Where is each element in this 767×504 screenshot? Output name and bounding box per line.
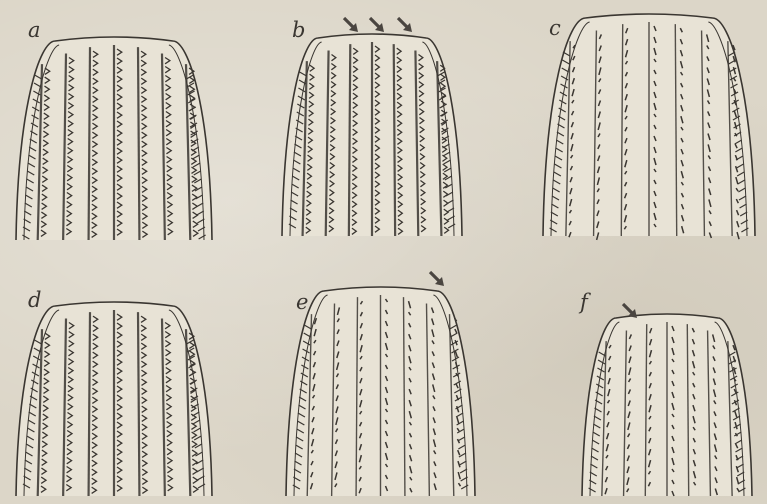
tread-groove bbox=[138, 312, 139, 496]
panel-label-c: c bbox=[549, 18, 561, 39]
tire-c bbox=[543, 14, 755, 240]
panel-label-f: f bbox=[580, 292, 588, 313]
tread-groove bbox=[89, 312, 90, 496]
tread-groove bbox=[89, 47, 90, 240]
panel-label-d: d bbox=[28, 290, 41, 311]
tire-a bbox=[16, 37, 212, 240]
panel-label-a: a bbox=[28, 20, 41, 41]
tire-f bbox=[582, 304, 752, 496]
tire-d bbox=[16, 302, 212, 496]
tire-e bbox=[286, 272, 475, 496]
tire-b bbox=[282, 18, 462, 236]
tread-groove bbox=[349, 44, 350, 236]
tread-groove bbox=[394, 44, 395, 236]
panel-label-b: b bbox=[292, 20, 305, 41]
panel-label-e: e bbox=[296, 292, 308, 313]
tread-groove bbox=[138, 47, 139, 240]
